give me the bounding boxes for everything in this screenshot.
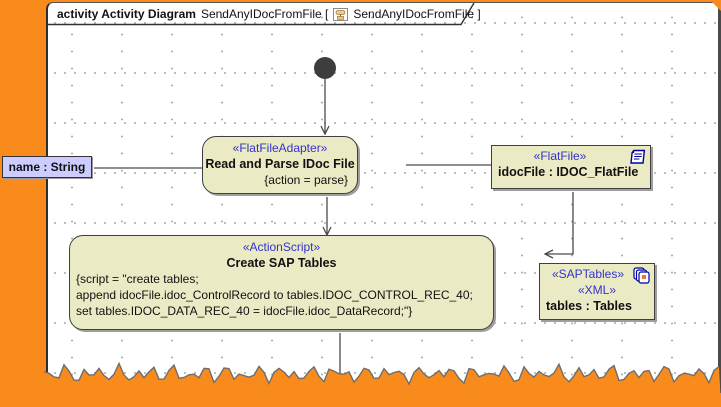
copies-icon — [633, 267, 650, 284]
script-line: append idocFile.idoc_ControlRecord to ta… — [76, 288, 473, 302]
stereotype-label: «FlatFileAdapter» — [232, 141, 328, 155]
script-line: set tables.IDOC_DATA_REC_40 = idocFile.i… — [76, 304, 413, 318]
object-node-idocfile[interactable]: «FlatFile» idocFile : IDOC_FlatFile — [491, 145, 651, 189]
object-node-tables[interactable]: «SAPTables» «XML» tables : Tables — [539, 263, 655, 320]
frame-keyword: activity Activity Diagram — [57, 7, 196, 21]
action-name: Read and Parse IDoc File — [205, 157, 355, 171]
activity-diagram-icon — [333, 7, 349, 21]
stereotype-label: «ActionScript» — [242, 240, 321, 254]
action-name: Create SAP Tables — [226, 256, 337, 270]
frame-header: activity Activity Diagram SendAnyIDocFro… — [48, 3, 487, 25]
frame-context: SendAnyIDocFromFile ] — [353, 7, 481, 21]
stereotype-label: «SAPTables» — [551, 267, 625, 281]
object-name: idocFile : IDOC_FlatFile — [498, 165, 639, 179]
stereotype-label: «FlatFile» — [533, 149, 587, 163]
document-icon — [630, 149, 646, 164]
pin-label: name : String — [8, 160, 86, 174]
frame-name: SendAnyIDocFromFile [ — [200, 7, 329, 21]
input-pin-name-string[interactable]: name : String — [2, 156, 92, 178]
action-tag: {action = parse} — [264, 173, 348, 187]
action-read-parse-idoc-file[interactable]: «FlatFileAdapter» Read and Parse IDoc Fi… — [202, 136, 358, 194]
action-create-sap-tables[interactable]: «ActionScript» Create SAP Tables {script… — [69, 235, 494, 330]
diagram-paper — [46, 2, 721, 393]
stereotype-label: «XML» — [577, 283, 617, 297]
script-line: {script = "create tables; — [76, 272, 199, 286]
object-name: tables : Tables — [546, 299, 632, 313]
